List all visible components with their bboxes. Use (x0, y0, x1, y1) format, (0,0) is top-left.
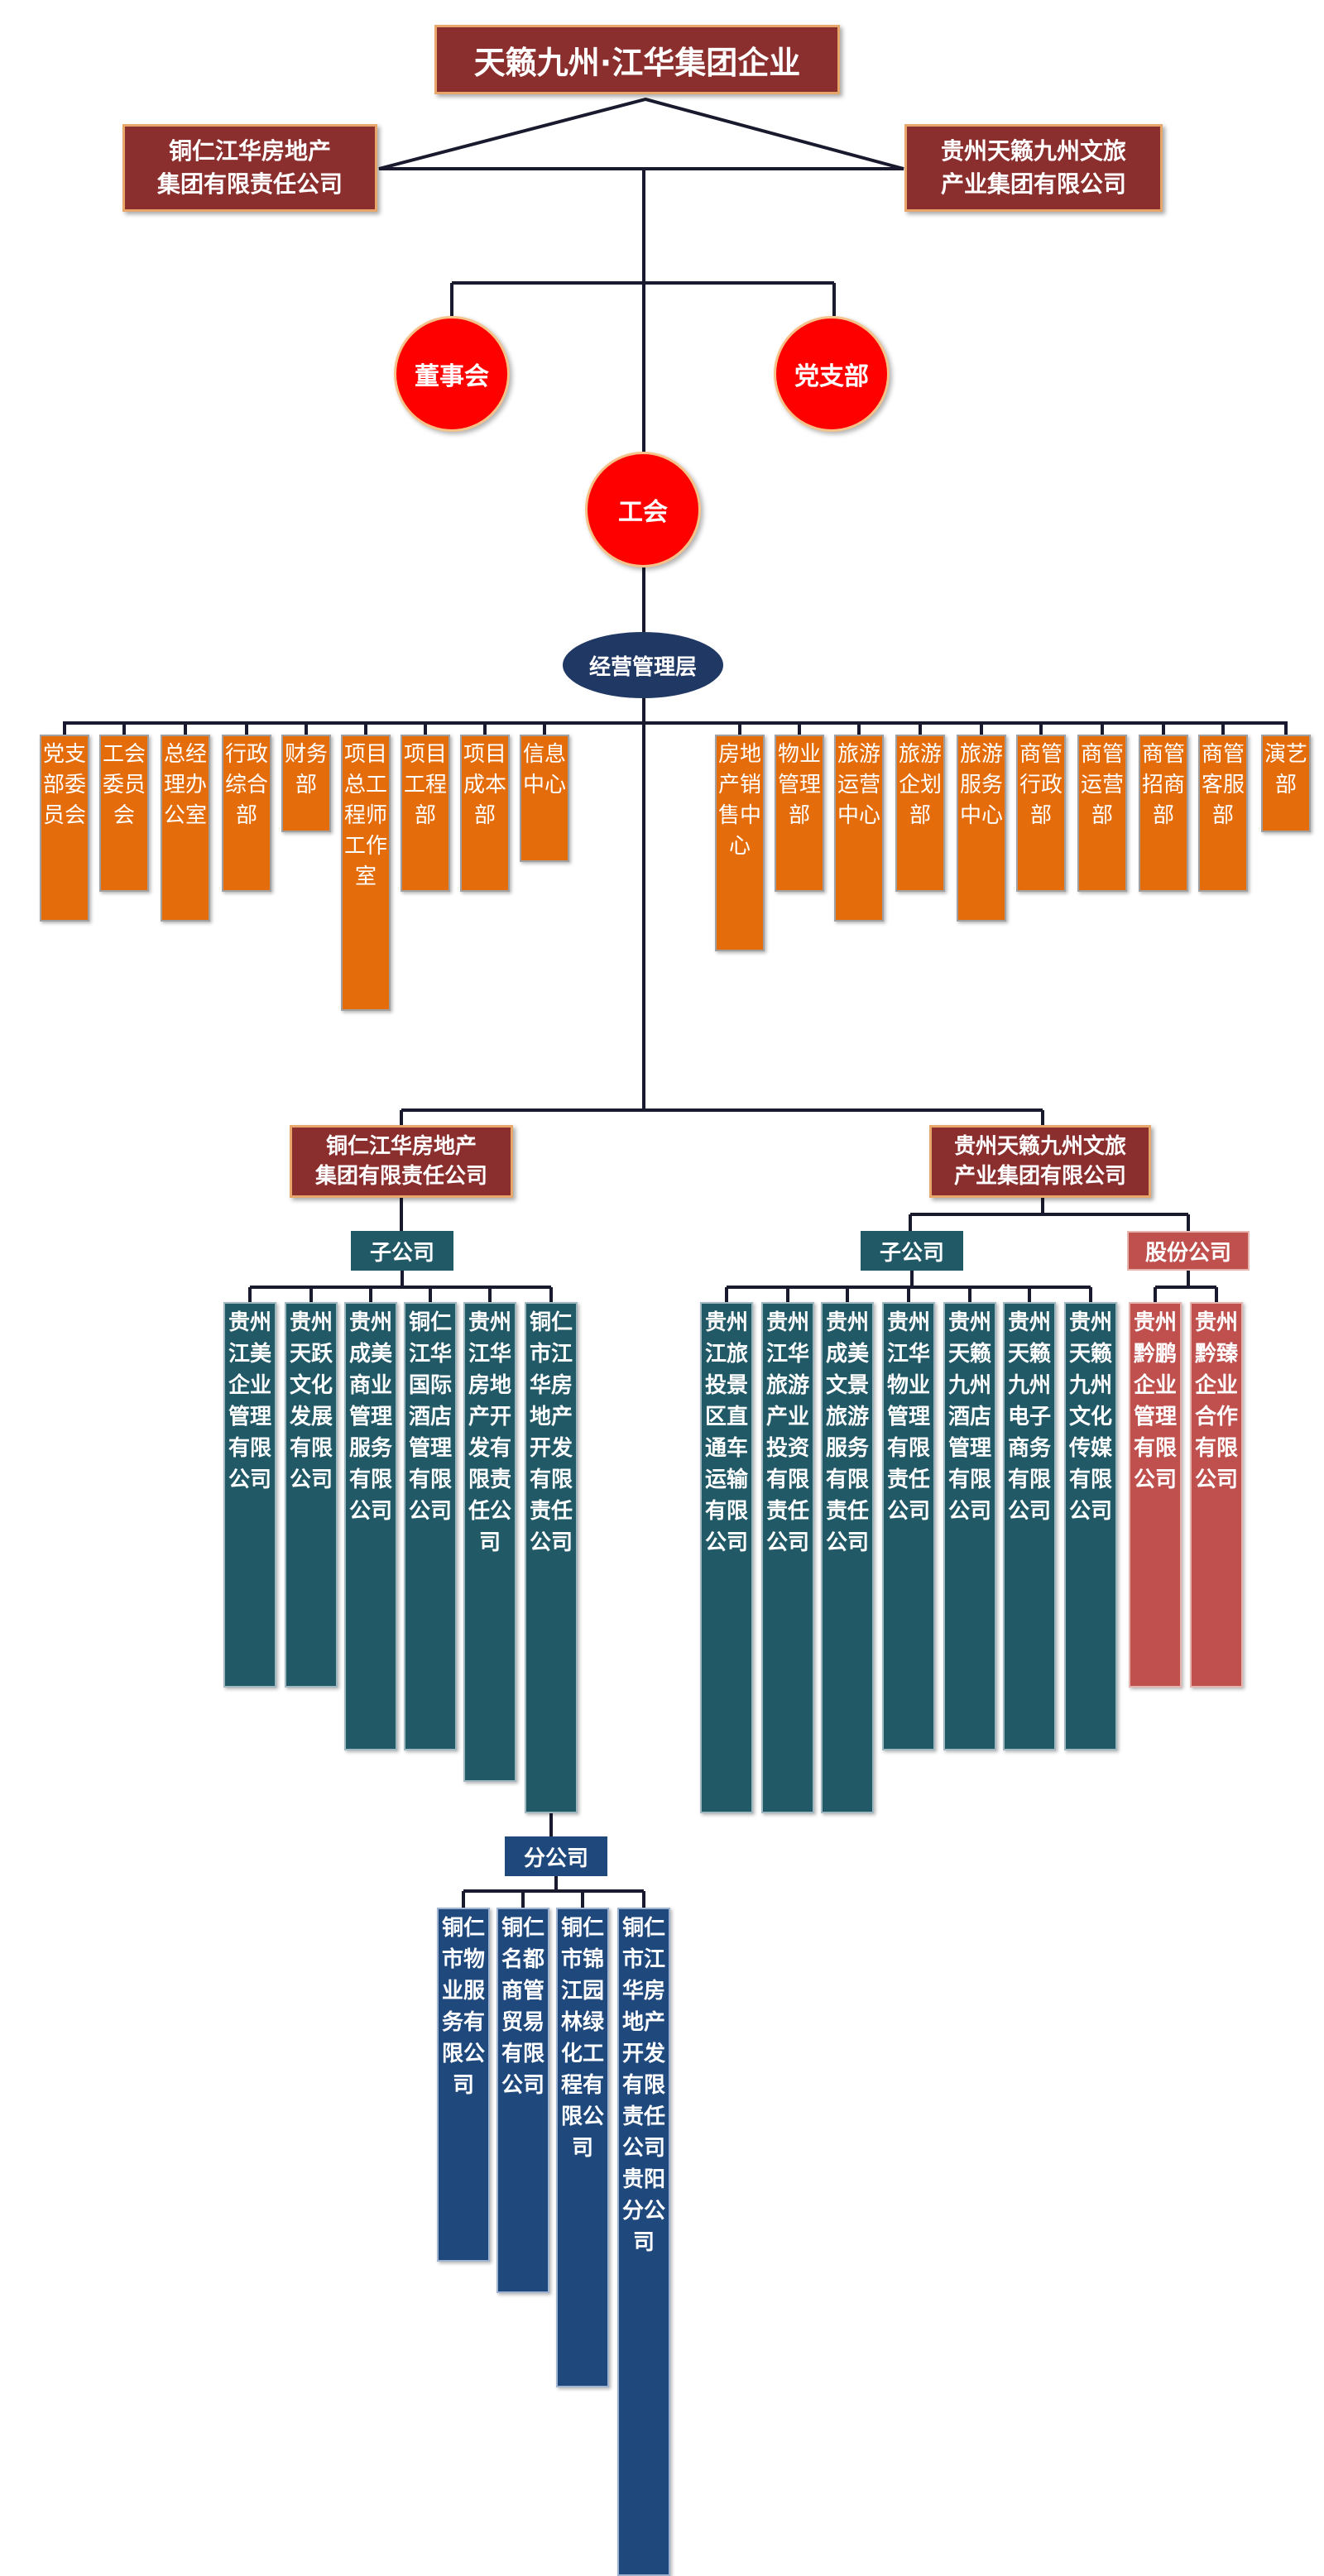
dept-right-8: 商管客服部 (1198, 735, 1248, 892)
subsidiary-right-5: 贵州天籁九州电子商务有限公司 (1003, 1302, 1056, 1750)
subsidiary-right-2: 贵州成美文景旅游服务有限责任公司 (821, 1302, 874, 1813)
management-ellipse: 经营管理层 (563, 632, 723, 698)
dept-right-6: 商管运营部 (1077, 735, 1127, 892)
branch-1: 铜仁名都商管贸易有限公司 (496, 1908, 549, 2293)
subsidiary-left-1: 贵州天跃文化发展有限公司 (285, 1302, 338, 1688)
dept-right-1: 物业管理部 (775, 735, 824, 892)
subsidiary-left-2: 贵州成美商业管理服务有限公司 (344, 1302, 397, 1750)
top-company-left: 铜仁江华房地产 集团有限责任公司 (122, 124, 377, 212)
subsidiary-label-right: 子公司 (861, 1231, 963, 1271)
dept-left-3: 行政综合部 (222, 735, 271, 892)
subsidiary-left-3: 铜仁江华国际酒店管理有限公司 (404, 1302, 457, 1750)
board-circle: 董事会 (394, 316, 510, 432)
dept-left-7: 项目成本部 (460, 735, 510, 892)
group-title: 天籁九州·江华集团企业 (434, 25, 840, 94)
share-label: 股份公司 (1127, 1231, 1250, 1271)
subsidiary-left-5: 铜仁市江华房地产开发有限责任公司 (525, 1302, 578, 1813)
dept-left-4: 财务部 (281, 735, 331, 832)
dept-left-2: 总经理办公室 (161, 735, 210, 922)
branch-label: 分公司 (505, 1836, 607, 1876)
dept-right-3: 旅游企划部 (895, 735, 945, 892)
union-circle: 工会 (585, 452, 701, 567)
party-branch-circle: 党支部 (774, 316, 890, 432)
subsidiary-label-left: 子公司 (351, 1231, 453, 1271)
dept-right-2: 旅游运营中心 (834, 735, 884, 922)
subsidiary-right-6: 贵州天籁九州文化传媒有限公司 (1064, 1302, 1117, 1750)
dept-right-4: 旅游服务中心 (957, 735, 1006, 922)
subsidiary-right-1: 贵州江华旅游产业投资有限责任公司 (761, 1302, 814, 1813)
share-company-0: 贵州黔鹏企业管理有限公司 (1129, 1302, 1182, 1688)
dept-right-9: 演艺部 (1261, 735, 1311, 832)
group-left-name: 铜仁江华房地产 集团有限责任公司 (290, 1125, 513, 1198)
subsidiary-left-4: 贵州江华房地产开发有限责任公司 (463, 1302, 516, 1782)
subsidiary-right-3: 贵州江华物业管理有限责任公司 (882, 1302, 935, 1750)
dept-left-6: 项目工程部 (401, 735, 450, 892)
group-right-name: 贵州天籁九州文旅 产业集团有限公司 (929, 1125, 1151, 1198)
branch-2: 铜仁市锦江园林绿化工程有限公司 (556, 1908, 609, 2387)
dept-left-1: 工会委员会 (99, 735, 149, 892)
dept-left-0: 党支部委员会 (40, 735, 89, 922)
dept-right-5: 商管行政部 (1016, 735, 1066, 892)
subsidiary-right-0: 贵州江旅投景区直通车运输有限公司 (700, 1302, 753, 1813)
top-company-right: 贵州天籁九州文旅 产业集团有限公司 (904, 124, 1163, 212)
dept-right-7: 商管招商部 (1139, 735, 1188, 892)
connector-triangle (378, 97, 904, 170)
dept-left-5: 项目总工程师工作室 (341, 735, 391, 1011)
share-company-1: 贵州黔臻企业合作有限公司 (1190, 1302, 1243, 1688)
subsidiary-right-4: 贵州天籁九州酒店管理有限公司 (943, 1302, 996, 1750)
branch-0: 铜仁市物业服务有限公司 (437, 1908, 490, 2262)
dept-left-8: 信息中心 (520, 735, 569, 862)
dept-right-0: 房地产销售中心 (715, 735, 765, 951)
subsidiary-left-0: 贵州江美企业管理有限公司 (223, 1302, 276, 1688)
branch-3: 铜仁市江华房地产开发有限责任公司贵阳分公司 (617, 1908, 670, 2576)
